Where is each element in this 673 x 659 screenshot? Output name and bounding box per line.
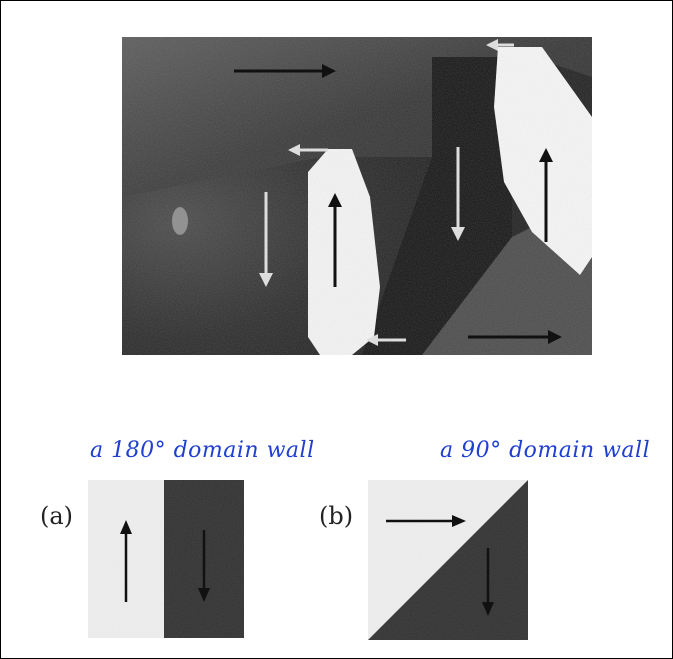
panel-a-diagram xyxy=(88,480,244,638)
arrow-up-icon xyxy=(328,193,342,287)
arrow-right-icon xyxy=(468,330,562,344)
panel-a-label: (a) xyxy=(40,502,74,530)
caption-180-domain-wall: a 180° domain wall xyxy=(90,438,315,463)
panel-b-diagram xyxy=(368,480,528,640)
arrow-right-icon xyxy=(386,515,466,527)
domain-micrograph xyxy=(122,37,592,355)
arrow-right-icon xyxy=(234,64,336,78)
arrow-left-icon xyxy=(366,334,406,346)
caption-90-domain-wall: a 90° domain wall xyxy=(440,438,651,463)
arrow-left-icon xyxy=(288,144,328,156)
arrow-up-icon xyxy=(120,520,132,602)
arrow-left-icon xyxy=(486,39,514,51)
arrow-up-icon xyxy=(539,148,553,242)
arrow-down-icon xyxy=(482,548,494,616)
arrow-down-icon xyxy=(198,530,210,602)
arrow-down-icon xyxy=(259,192,273,287)
arrow-down-icon xyxy=(451,147,465,241)
panel-b-label: (b) xyxy=(319,502,354,530)
